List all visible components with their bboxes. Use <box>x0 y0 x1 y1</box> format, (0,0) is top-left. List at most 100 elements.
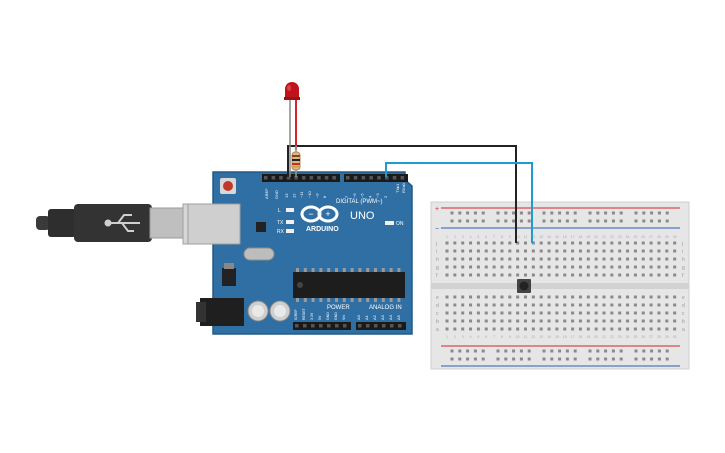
row-letter: g <box>682 265 685 271</box>
power-pin-label: 3.3V <box>310 312 314 320</box>
column-number: 5 <box>477 235 479 239</box>
column-number: 4 <box>470 335 472 339</box>
digital-pin-label: 12 <box>292 193 297 198</box>
column-number: 8 <box>501 335 503 339</box>
column-number: 23 <box>618 235 622 239</box>
red-led[interactable] <box>284 82 300 100</box>
blue-wire[interactable] <box>385 162 533 243</box>
column-number: 10 <box>516 235 520 239</box>
column-number: 4 <box>470 235 472 239</box>
column-number: 8 <box>501 235 503 239</box>
column-number: 15 <box>555 235 559 239</box>
svg-text:TX: TX <box>277 220 284 226</box>
column-number: 12 <box>531 335 535 339</box>
column-number: 2 <box>454 235 456 239</box>
column-number: 2 <box>454 335 456 339</box>
resistor[interactable] <box>291 146 301 177</box>
chip-pins <box>296 268 401 302</box>
digital-pin-label: ~3 <box>375 193 380 198</box>
analog-pin-label: A1 <box>364 314 369 320</box>
column-number: 20 <box>594 335 598 339</box>
row-letter: f <box>682 273 684 279</box>
svg-text:+: + <box>325 209 330 219</box>
column-number: 24 <box>626 335 630 339</box>
tx-pin-label: TX▸1 <box>395 183 400 193</box>
usb-icon <box>104 214 140 232</box>
svg-text:RX: RX <box>277 229 285 235</box>
row-letter: i <box>436 249 437 255</box>
column-number: 7 <box>493 235 495 239</box>
status-leds: L TX RX <box>277 208 294 235</box>
rx-pin-label: RX◂0 <box>401 182 406 193</box>
column-number: 25 <box>633 235 637 239</box>
column-number: 22 <box>610 235 614 239</box>
voltage-regulator <box>222 268 236 286</box>
column-number: 29 <box>665 335 669 339</box>
power-pin-label: Vin <box>342 315 346 320</box>
on-led: ON <box>385 221 404 227</box>
row-letter: i <box>682 249 683 255</box>
usb-jack <box>187 203 241 245</box>
column-number: 21 <box>602 335 606 339</box>
column-number: 5 <box>477 335 479 339</box>
row-letter: h <box>682 257 685 263</box>
push-button[interactable] <box>517 279 531 293</box>
svg-text:L: L <box>278 208 281 214</box>
digital-pin-label: 2 <box>383 195 388 198</box>
column-number: 7 <box>493 335 495 339</box>
column-number: 22 <box>610 335 614 339</box>
analog-pin-label: A2 <box>372 314 377 320</box>
digital-pin-label: ~5 <box>360 193 365 198</box>
breadboard-holes <box>445 211 677 361</box>
row-letter: g <box>436 265 439 271</box>
analog-header[interactable] <box>356 322 406 330</box>
digital-label: DIGITAL (PWM~) <box>336 199 383 205</box>
row-letter: c <box>682 311 685 317</box>
analog-label: ANALOG IN <box>369 305 402 311</box>
black-wire[interactable] <box>287 145 517 243</box>
row-letter: e <box>436 295 439 301</box>
row-letter: b <box>682 319 685 325</box>
power-pin-label: IOREF <box>294 309 298 320</box>
digital-pin-label: 8 <box>322 195 327 198</box>
column-number: 13 <box>539 235 543 239</box>
model-text: UNO <box>350 210 375 222</box>
column-number: 19 <box>586 335 590 339</box>
row-letter: a <box>682 327 685 333</box>
column-number: 17 <box>571 235 575 239</box>
column-number: 25 <box>633 335 637 339</box>
svg-text:−: − <box>308 209 313 219</box>
column-number: 1 <box>446 235 448 239</box>
minus-sign: − <box>435 226 439 233</box>
row-letter: j <box>681 241 683 247</box>
digital-pin-label: ~6 <box>352 193 357 198</box>
column-number: 9 <box>509 335 511 339</box>
column-number: 9 <box>509 235 511 239</box>
column-number: 30 <box>673 335 677 339</box>
reset-button[interactable] <box>220 178 236 194</box>
power-pin-label: RESET <box>302 307 306 320</box>
power-pin-label: GND <box>334 312 338 320</box>
digital-pin-label: 13 <box>284 193 289 198</box>
analog-pin-label: A5 <box>396 314 401 320</box>
column-number: 30 <box>673 235 677 239</box>
row-letter: d <box>436 303 439 309</box>
row-letter: d <box>682 303 685 309</box>
column-number: 27 <box>649 335 653 339</box>
digital-header[interactable] <box>262 174 408 182</box>
row-letter: c <box>436 311 439 317</box>
analog-pin-label: A3 <box>380 314 385 320</box>
column-number: 18 <box>578 335 582 339</box>
power-jack <box>200 298 244 326</box>
column-number: 1 <box>446 335 448 339</box>
capacitor-2 <box>269 300 291 322</box>
column-number: 18 <box>578 235 582 239</box>
column-number: 28 <box>657 335 661 339</box>
analog-pin-label: A4 <box>388 314 393 320</box>
row-letter: f <box>436 273 438 279</box>
column-number: 13 <box>539 335 543 339</box>
column-number: 29 <box>665 235 669 239</box>
